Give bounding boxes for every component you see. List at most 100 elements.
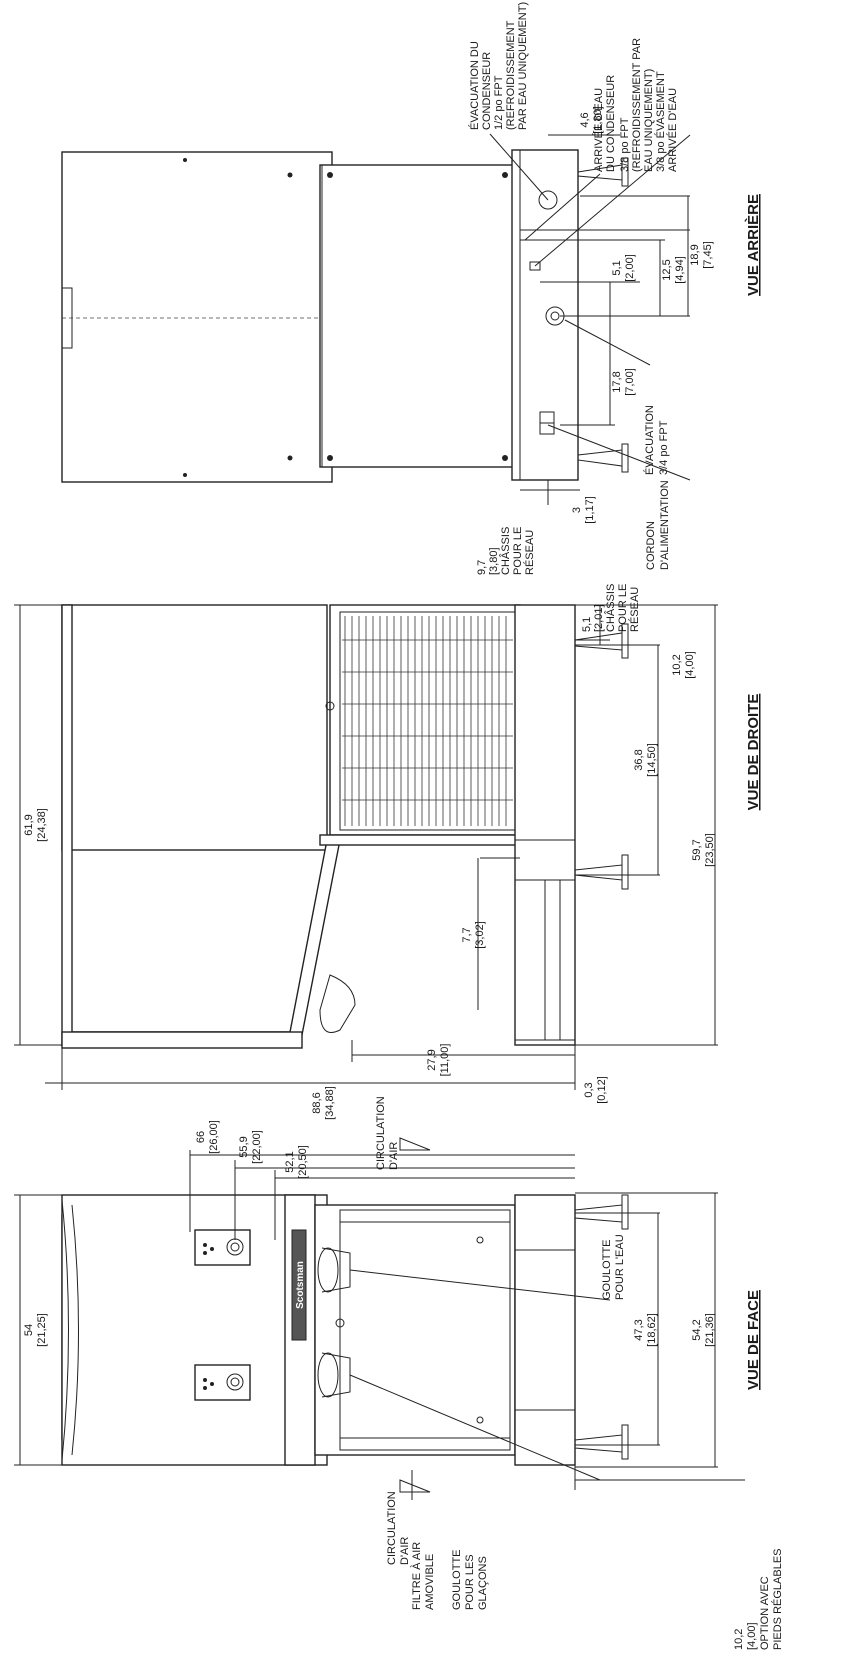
svg-text:12,5: 12,5 xyxy=(661,259,673,280)
svg-text:[11,00]: [11,00] xyxy=(439,1044,451,1077)
svg-text:66: 66 xyxy=(195,1131,207,1143)
label-network-chassis-right: 5,1 [2,01] CHÂSSIS POUR LE RÉSEAU xyxy=(581,584,641,632)
label-condenser-water-inlet: ARRIVÉE D'EAU DU CONDENSEUR 3/8 po FPT (… xyxy=(592,38,679,172)
svg-text:D'ALIMENTATION: D'ALIMENTATION xyxy=(659,480,671,570)
dim-rear-17-8: 17,8 [7,00] xyxy=(611,368,636,396)
svg-text:[22,00]: [22,00] xyxy=(251,1130,263,1164)
svg-text:9,7: 9,7 xyxy=(476,560,488,575)
svg-text:ARRIVÉE D'EAU: ARRIVÉE D'EAU xyxy=(666,88,679,172)
brand-logo: Scotsman xyxy=(295,1261,306,1309)
svg-text:4,6: 4,6 xyxy=(579,112,591,127)
svg-text:FILTRE À AIR: FILTRE À AIR xyxy=(410,1542,423,1610)
svg-text:GOULOTTE: GOULOTTE xyxy=(451,1549,463,1610)
title-rear-view: VUE ARRIÈRE xyxy=(745,194,762,296)
dim-rear-5-1: 5,1 [2,00] xyxy=(611,254,636,282)
svg-text:GOULOTTE: GOULOTTE xyxy=(601,1239,613,1300)
svg-text:POUR LES: POUR LES xyxy=(464,1554,476,1610)
svg-text:[14,50]: [14,50] xyxy=(646,743,658,777)
svg-text:88,6: 88,6 xyxy=(311,1092,323,1113)
dim-front-55-9: 55,9 [22,00] xyxy=(238,1130,263,1164)
svg-text:[2,00]: [2,00] xyxy=(624,254,636,282)
svg-text:27,9: 27,9 xyxy=(426,1049,438,1070)
svg-text:[4,00]: [4,00] xyxy=(746,1622,758,1650)
dim-right-0-3: 0,3 [0,12] xyxy=(583,1076,608,1104)
svg-text:[4,00]: [4,00] xyxy=(684,651,696,679)
label-air-circulation: CIRCULATION D'AIR xyxy=(375,1096,400,1170)
svg-text:(REFROIDISSEMENT PAR: (REFROIDISSEMENT PAR xyxy=(631,38,643,172)
svg-text:0,3: 0,3 xyxy=(583,1082,595,1097)
svg-text:CHÂSSIS: CHÂSSIS xyxy=(499,527,512,575)
svg-text:CIRCULATION: CIRCULATION xyxy=(386,1491,398,1565)
svg-text:10,2: 10,2 xyxy=(733,1629,745,1650)
svg-text:55,9: 55,9 xyxy=(238,1136,250,1157)
svg-text:ÉVACUATION DU: ÉVACUATION DU xyxy=(468,41,481,130)
label-air-circulation-2: CIRCULATION D'AIR xyxy=(386,1491,411,1565)
svg-text:PAR EAU UNIQUEMENT): PAR EAU UNIQUEMENT) xyxy=(517,2,529,130)
svg-text:PIEDS RÉGLABLES: PIEDS RÉGLABLES xyxy=(771,1549,784,1651)
title-right-view: VUE DE DROITE xyxy=(745,694,762,811)
svg-text:52,1: 52,1 xyxy=(284,1151,296,1172)
svg-text:OPTION AVEC: OPTION AVEC xyxy=(759,1576,771,1650)
svg-text:RÉSEAU: RÉSEAU xyxy=(628,587,641,632)
dim-front-66: 66 [26,00] xyxy=(195,1120,220,1154)
svg-text:[24,38]: [24,38] xyxy=(36,808,48,842)
dim-right-59-7: 59,7 [23,50] xyxy=(691,833,716,867)
label-adjustable-feet: 10,2 [4,00] OPTION AVEC PIEDS RÉGLABLES xyxy=(733,1549,784,1651)
svg-text:POUR LE: POUR LE xyxy=(617,584,629,632)
svg-text:3: 3 xyxy=(571,507,583,513)
svg-text:[21,36]: [21,36] xyxy=(704,1313,716,1347)
svg-text:[20,50]: [20,50] xyxy=(297,1145,309,1179)
svg-text:EAU UNIQUEMENT): EAU UNIQUEMENT) xyxy=(643,69,655,172)
svg-text:[0,12]: [0,12] xyxy=(596,1076,608,1104)
svg-text:54: 54 xyxy=(23,1324,35,1336)
svg-text:5,1: 5,1 xyxy=(581,617,593,632)
svg-text:59,7: 59,7 xyxy=(691,839,703,860)
svg-text:36,8: 36,8 xyxy=(633,749,645,770)
svg-text:3/8 po FPT: 3/8 po FPT xyxy=(619,117,631,172)
dim-front-47-3: 47,3 [18,62] xyxy=(633,1313,658,1347)
svg-text:10,2: 10,2 xyxy=(671,654,683,675)
svg-text:17,8: 17,8 xyxy=(611,371,623,392)
front-view: Scotsman xyxy=(14,1137,745,1500)
dim-rear-18-9: 18,9 [7,45] xyxy=(689,241,714,269)
label-air-filter: FILTRE À AIR AMOVIBLE xyxy=(410,1542,436,1610)
svg-text:[2,01]: [2,01] xyxy=(593,604,605,632)
svg-text:(REFROIDISSEMENT: (REFROIDISSEMENT xyxy=(505,20,517,130)
svg-text:POUR LE: POUR LE xyxy=(512,527,524,575)
svg-text:AMOVIBLE: AMOVIBLE xyxy=(424,1554,436,1610)
label-condenser-drain: ÉVACUATION DU CONDENSEUR 1/2 po FPT (REF… xyxy=(468,2,529,130)
svg-text:[18,62]: [18,62] xyxy=(646,1313,658,1347)
svg-text:[26,00]: [26,00] xyxy=(208,1120,220,1154)
dim-rear-4-6: 4,6 [1,80] xyxy=(579,106,604,134)
label-water-chute: GOULOTTE POUR L'EAU xyxy=(601,1234,626,1300)
svg-text:61,9: 61,9 xyxy=(23,814,35,835)
svg-text:GLAÇONS: GLAÇONS xyxy=(477,1556,489,1610)
dim-front-52-1: 52,1 [20,50] xyxy=(284,1145,309,1179)
svg-text:[4,94]: [4,94] xyxy=(674,256,686,284)
svg-text:ARRIVÉE D'EAU: ARRIVÉE D'EAU xyxy=(592,88,605,172)
title-front-view: VUE DE FACE xyxy=(745,1290,762,1390)
svg-text:DU CONDENSEUR: DU CONDENSEUR xyxy=(605,75,617,172)
dim-front-54-2: 54,2 [21,36] xyxy=(691,1313,716,1347)
svg-text:[1,80]: [1,80] xyxy=(592,106,604,134)
label-ice-chute: GOULOTTE POUR LES GLAÇONS xyxy=(451,1549,489,1610)
rear-view xyxy=(61,133,691,505)
dim-right-27-9: 27,9 [11,00] xyxy=(426,1044,451,1077)
svg-text:47,3: 47,3 xyxy=(633,1319,645,1340)
svg-text:[7,00]: [7,00] xyxy=(624,368,636,396)
dim-right-36-8: 36,8 [14,50] xyxy=(633,743,658,777)
dim-front-54: 54 [21,25] xyxy=(23,1313,48,1347)
svg-text:POUR L'EAU: POUR L'EAU xyxy=(614,1234,626,1300)
svg-text:CIRCULATION: CIRCULATION xyxy=(375,1096,387,1170)
svg-text:[7,45]: [7,45] xyxy=(702,241,714,269)
label-network-chassis-rear: 9,7 [3,80] CHÂSSIS POUR LE RÉSEAU xyxy=(476,527,536,575)
svg-text:D'AIR: D'AIR xyxy=(388,1142,400,1170)
svg-text:D'AIR: D'AIR xyxy=(399,1537,411,1565)
svg-text:[3,80]: [3,80] xyxy=(488,547,500,575)
svg-text:18,9: 18,9 xyxy=(689,244,701,265)
svg-text:[23,50]: [23,50] xyxy=(704,833,716,867)
svg-text:RÉSEAU: RÉSEAU xyxy=(523,530,536,575)
dim-right-7-7: 7,7 [3,02] xyxy=(461,921,486,949)
label-drain: ÉVACUATION 3/4 po FPT xyxy=(643,405,670,475)
